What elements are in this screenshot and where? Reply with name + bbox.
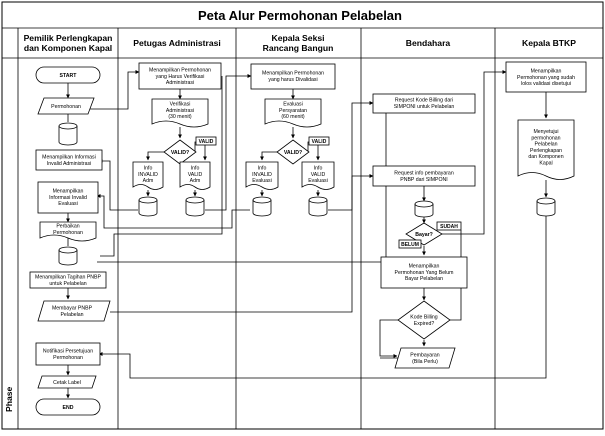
verifikasi-admin-document	[151, 98, 209, 128]
belum-edge-label: BELUM	[401, 242, 419, 248]
info-valid-eval-document	[301, 161, 335, 190]
end-terminator	[35, 398, 101, 416]
database-valid-eval	[308, 196, 328, 217]
menyetujui-document	[517, 119, 575, 180]
valid-admin-edge-label: VALID	[199, 139, 214, 145]
info-invalid-eval-document	[245, 161, 279, 190]
valid-eval-edge-tag	[308, 136, 330, 146]
database-invalid-adm	[138, 196, 158, 217]
bayar-decision	[405, 222, 443, 246]
lane-header-kepala-btkp: Kepala BTKP	[522, 38, 576, 48]
info-valid-adm-document	[179, 161, 211, 190]
info-invalid-admin-display	[35, 149, 103, 171]
lane-header-bendahara: Bendahara	[406, 38, 451, 48]
database-perbaikan	[58, 246, 78, 266]
kode-expired-decision	[397, 300, 451, 340]
phase-label: Phase	[4, 386, 14, 412]
valid-eval-decision-label: VALID?	[284, 150, 302, 156]
sudah-edge-label: SUDAH	[440, 224, 458, 230]
pembayaran-input	[394, 347, 456, 369]
valid-admin-edge-tag	[195, 136, 217, 146]
perbaikan-document	[39, 221, 97, 242]
notifikasi-display	[35, 342, 101, 366]
cetak-label-text: Cetak Label	[53, 380, 81, 386]
cetak-label-output	[37, 375, 97, 389]
tampil-verifikasi-display	[138, 62, 222, 90]
sudah-edge-tag	[436, 221, 462, 231]
permohonan-input	[37, 97, 95, 115]
database-persetujuan	[536, 197, 556, 217]
valid-eval-decision	[276, 139, 310, 165]
pembayaran-label: Pembayaran(Bila Perlu)	[410, 353, 440, 365]
database-permohonan	[58, 122, 78, 146]
lane-header-petugas-administrasi: Petugas Administrasi	[133, 38, 221, 48]
bayar-decision-label: Bayar?	[415, 232, 433, 238]
tagihan-pnbp-display	[29, 271, 107, 289]
valid-eval-edge-label: VALID	[312, 139, 327, 145]
evaluasi-document	[264, 98, 322, 128]
database-invalid-eval	[252, 196, 272, 217]
diagram-title: Peta Alur Permohonan Pelabelan	[198, 8, 402, 23]
database-pembayaran	[414, 200, 434, 218]
database-valid-adm	[185, 196, 205, 217]
valid-admin-decision-label: VALID?	[171, 150, 189, 156]
start-terminator	[35, 66, 101, 84]
tampil-belum-bayar-display	[380, 256, 468, 289]
membayar-pnbp-input	[37, 300, 111, 322]
belum-edge-tag	[398, 239, 422, 249]
info-invalid-evaluasi-display	[37, 181, 99, 214]
info-invalid-adm-document	[132, 161, 164, 190]
info-pembayaran-process	[372, 165, 476, 187]
permohonan-label: Permohonan	[51, 104, 81, 110]
start-label: START	[60, 73, 78, 79]
end-label: END	[63, 405, 74, 411]
tampil-lolos-display	[505, 61, 587, 93]
tampil-validasi-display	[250, 63, 336, 90]
kode-billing-process	[372, 93, 476, 114]
